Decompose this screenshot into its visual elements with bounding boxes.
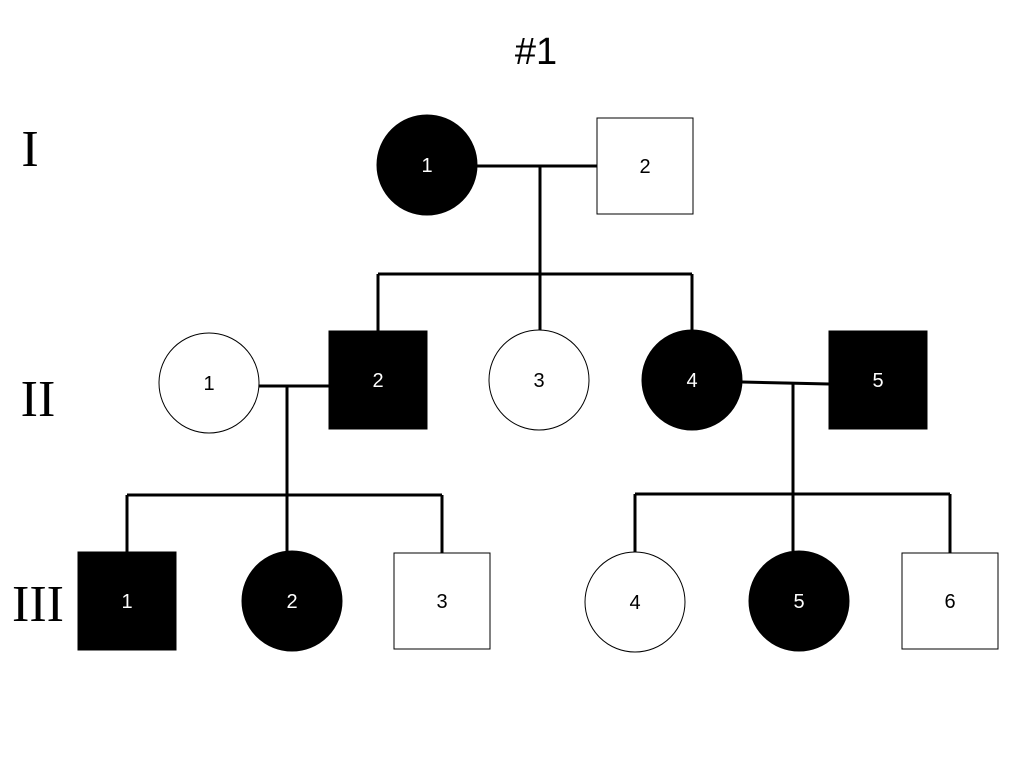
- male-square-symbol: [393, 552, 491, 650]
- individual-iii-6: 6: [901, 552, 999, 650]
- individual-number-label: 1: [203, 373, 214, 395]
- individual-number-label: 1: [421, 155, 432, 177]
- individual-number-label: 2: [286, 591, 297, 613]
- relationship-lines: [125, 164, 952, 553]
- individual-ii-3: 3: [488, 329, 590, 431]
- female-circle-symbol: [584, 551, 686, 653]
- individual-iii-3: 3: [393, 552, 491, 650]
- individual-iii-5: 5: [748, 550, 850, 652]
- generation-label-i: I: [21, 121, 38, 178]
- individual-number-label: 3: [436, 591, 447, 613]
- male-square-symbol: [901, 552, 999, 650]
- female-circle-symbol: [158, 332, 260, 434]
- individual-ii-4: 4: [641, 329, 743, 431]
- individual-number-label: 5: [872, 370, 883, 392]
- generation-label-ii: II: [21, 371, 56, 428]
- individual-number-label: 2: [372, 370, 383, 392]
- individual-i-1: 1: [376, 114, 478, 216]
- generation-label-iii: III: [12, 576, 64, 633]
- individual-iii-2: 2: [241, 550, 343, 652]
- individual-number-label: 2: [639, 156, 650, 178]
- male-square-symbol: [77, 551, 177, 651]
- individual-iii-1: 1: [77, 551, 177, 651]
- female-circle-symbol: [748, 550, 850, 652]
- individual-iii-4: 4: [584, 551, 686, 653]
- male-square-symbol: [828, 330, 928, 430]
- individual-number-label: 3: [533, 370, 544, 392]
- individual-number-label: 1: [121, 591, 132, 613]
- individual-ii-5: 5: [828, 330, 928, 430]
- diagram-title: #1: [515, 31, 557, 73]
- individual-ii-2: 2: [328, 330, 428, 430]
- female-circle-symbol: [376, 114, 478, 216]
- individual-number-label: 6: [944, 591, 955, 613]
- female-circle-symbol: [241, 550, 343, 652]
- female-circle-symbol: [641, 329, 743, 431]
- individual-number-label: 4: [686, 370, 697, 392]
- individual-ii-1: 1: [158, 332, 260, 434]
- individual-number-label: 5: [793, 591, 804, 613]
- male-square-symbol: [328, 330, 428, 430]
- female-circle-symbol: [488, 329, 590, 431]
- male-square-symbol: [596, 117, 694, 215]
- individual-number-label: 4: [629, 592, 640, 614]
- mating-line-ii4-ii5: [741, 380, 830, 386]
- individual-i-2: 2: [596, 117, 694, 215]
- individuals: 1 2 1 2 3 4 5 1 2 3 4 5 6: [77, 114, 999, 653]
